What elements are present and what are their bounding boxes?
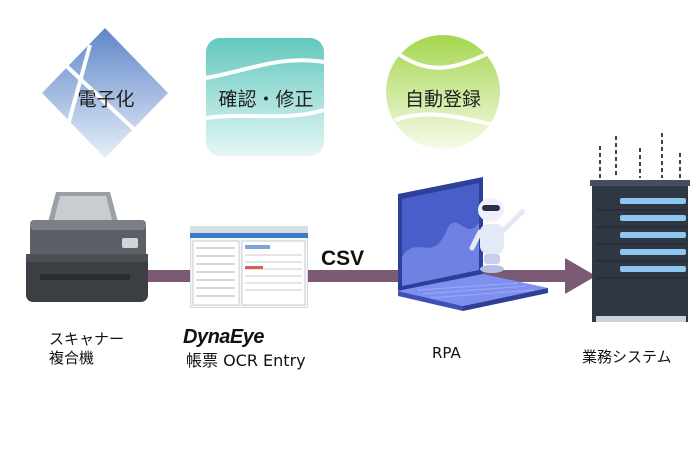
system-caption: 業務システム (582, 348, 672, 366)
server-rack-icon (590, 133, 690, 322)
step-shape-verify (205, 38, 325, 156)
scanner-caption-line2: 複合機 (49, 349, 95, 367)
scanner-icon (26, 192, 148, 302)
step-label-verify: 確認・修正 (218, 88, 314, 111)
scanner-caption-line1: スキャナー (49, 330, 125, 348)
step-shapes (42, 28, 500, 158)
step-label-register: 自動登録 (404, 88, 482, 111)
step-label-digitize: 電子化 (77, 88, 135, 111)
ocr-product-caption: 帳票 OCR Entry (186, 351, 306, 370)
csv-label: CSV (321, 247, 365, 270)
step-shape-register (386, 35, 500, 149)
laptop-robot-icon (398, 177, 548, 311)
rpa-caption: RPA (432, 344, 461, 362)
ocr-brand-logo: DynaEye (183, 326, 265, 348)
step-shape-digitize (42, 28, 168, 158)
ocr-screen-icon (190, 226, 308, 308)
